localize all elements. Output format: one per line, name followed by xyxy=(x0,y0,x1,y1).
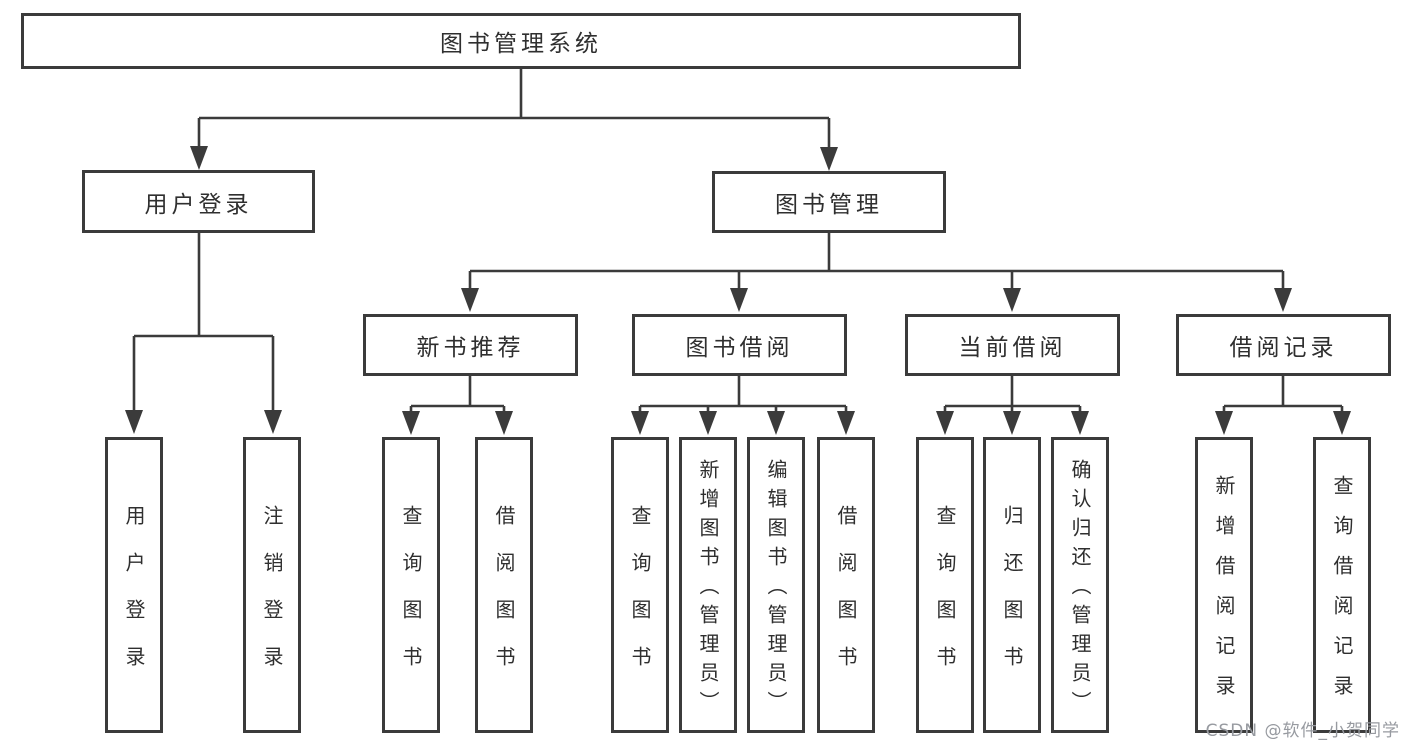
leaf-query-books-borrow: 查询图书 xyxy=(611,437,669,733)
leaf-borrow-books-recommend-label: 借阅图书 xyxy=(492,504,516,693)
leaf-logout-label: 注销登录 xyxy=(260,504,284,693)
node-book-borrow: 图书借阅 xyxy=(632,314,847,376)
leaf-confirm-return-admin-label: 确认归还（管理员） xyxy=(1068,459,1092,720)
leaf-return-books: 归还图书 xyxy=(983,437,1041,733)
leaf-confirm-return-admin: 确认归还（管理员） xyxy=(1051,437,1109,733)
leaf-edit-books-admin: 编辑图书（管理员） xyxy=(747,437,805,733)
leaf-query-books-borrow-label: 查询图书 xyxy=(628,504,652,693)
leaf-user-login-label: 用户登录 xyxy=(122,504,146,693)
connector-book-borrow-children xyxy=(631,376,855,435)
connector-book-management-children xyxy=(461,233,1292,312)
connector-root-to-level2 xyxy=(190,69,838,171)
leaf-query-books-current: 查询图书 xyxy=(916,437,974,733)
connector-current-borrow-children xyxy=(936,376,1089,435)
leaf-query-books-recommend: 查询图书 xyxy=(382,437,440,733)
node-new-book-recommend: 新书推荐 xyxy=(363,314,578,376)
node-root-system: 图书管理系统 xyxy=(21,13,1021,69)
leaf-query-borrow-record-label: 查询借阅记录 xyxy=(1330,475,1354,715)
leaf-add-books-admin: 新增图书（管理员） xyxy=(679,437,737,733)
leaf-borrow-books-label: 借阅图书 xyxy=(834,504,858,693)
leaf-return-books-label: 归还图书 xyxy=(1000,504,1024,693)
node-current-borrow: 当前借阅 xyxy=(905,314,1120,376)
csdn-watermark: CSDN @软件_小贺同学 xyxy=(1205,721,1400,741)
leaf-logout: 注销登录 xyxy=(243,437,301,733)
leaf-add-borrow-record: 新增借阅记录 xyxy=(1195,437,1253,733)
node-user-login: 用户登录 xyxy=(82,170,315,233)
node-borrow-records: 借阅记录 xyxy=(1176,314,1391,376)
leaf-query-books-current-label: 查询图书 xyxy=(933,504,957,693)
leaf-borrow-books: 借阅图书 xyxy=(817,437,875,733)
leaf-add-books-admin-label: 新增图书（管理员） xyxy=(696,459,720,720)
leaf-query-books-recommend-label: 查询图书 xyxy=(399,504,423,693)
connector-user-login-children xyxy=(125,233,282,434)
leaf-user-login: 用户登录 xyxy=(105,437,163,733)
connector-borrow-records-children xyxy=(1215,376,1351,435)
node-book-management: 图书管理 xyxy=(712,171,946,233)
leaf-add-borrow-record-label: 新增借阅记录 xyxy=(1212,475,1236,715)
leaf-borrow-books-recommend: 借阅图书 xyxy=(475,437,533,733)
leaf-query-borrow-record: 查询借阅记录 xyxy=(1313,437,1371,733)
leaf-edit-books-admin-label: 编辑图书（管理员） xyxy=(764,459,788,720)
connector-new-book-recommend-children xyxy=(402,376,513,435)
